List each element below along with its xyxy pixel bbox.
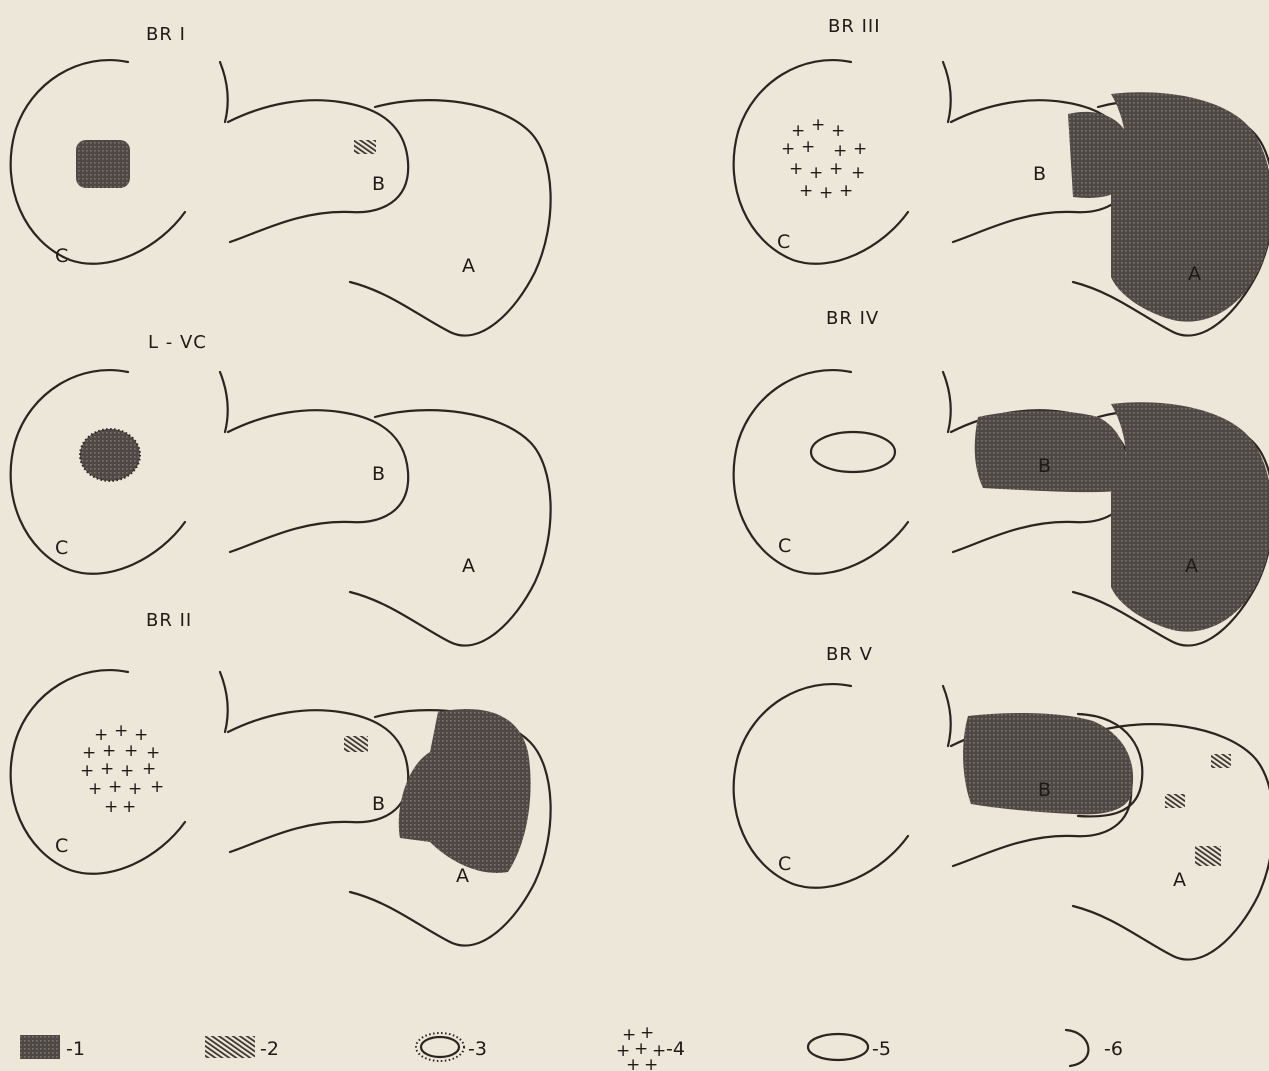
legend-item-4: ++ +++ ++ -4 [616, 1023, 685, 1071]
svg-text:+: + [644, 1055, 658, 1071]
panel-br-ii: +++ ++++ ++++ ++++ ++ B C A [11, 670, 551, 945]
panel-title-br-iii: BR III [828, 16, 881, 37]
svg-text:-3: -3 [468, 1038, 487, 1060]
label-c: C [55, 537, 68, 559]
panel-br-iii: +++ ++++ ++++ +++ B C A [734, 60, 1269, 335]
dense-stipple-area [76, 140, 130, 188]
dense-stipple-area-a [1111, 402, 1269, 631]
svg-text:+: + [88, 779, 102, 799]
svg-text:+: + [142, 759, 156, 779]
open-ellipse [811, 432, 895, 472]
label-b: B [372, 463, 385, 485]
label-a: A [1185, 555, 1198, 577]
svg-text:+: + [819, 183, 833, 203]
label-c: C [55, 835, 68, 857]
dotted-ring-area [80, 429, 140, 481]
svg-text:+: + [839, 181, 853, 201]
panel-title-br-i: BR I [146, 24, 186, 45]
label-c: C [778, 853, 791, 875]
label-a: A [1188, 263, 1201, 285]
svg-text:+: + [100, 759, 114, 779]
svg-text:+: + [102, 741, 116, 761]
legend-item-6: -6 [1066, 1030, 1123, 1066]
svg-text:-1: -1 [66, 1038, 85, 1060]
svg-text:-2: -2 [260, 1038, 279, 1060]
legend-item-3: -3 [416, 1033, 487, 1061]
svg-text:+: + [799, 181, 813, 201]
label-a: A [1173, 869, 1186, 891]
label-b: B [1038, 455, 1051, 477]
label-c: C [55, 245, 68, 267]
svg-text:+: + [82, 743, 96, 763]
svg-text:+: + [831, 121, 845, 141]
svg-text:-4: -4 [666, 1038, 685, 1060]
crosses-area: +++ ++++ ++++ ++++ ++ [80, 721, 164, 817]
svg-text:+: + [853, 139, 867, 159]
panel-title-br-ii: BR II [146, 610, 192, 631]
dense-stipple-area-a [1111, 92, 1269, 321]
label-b: B [1033, 163, 1046, 185]
svg-text:+: + [114, 721, 128, 741]
hatched-area-2 [1165, 794, 1185, 808]
svg-text:+: + [829, 159, 843, 179]
legend-item-5: -5 [808, 1034, 891, 1060]
panel-br-v: B C A [734, 684, 1269, 959]
panel-title-l-vc: L - VC [148, 332, 207, 353]
svg-text:+: + [122, 797, 136, 817]
label-c: C [777, 231, 790, 253]
label-a: A [456, 865, 469, 887]
svg-text:+: + [104, 797, 118, 817]
panel-br-i: B C A [11, 60, 551, 335]
svg-text:+: + [150, 777, 164, 797]
svg-text:+: + [108, 777, 122, 797]
panel-title-br-v: BR V [826, 644, 873, 665]
hatched-area-3 [1195, 846, 1221, 866]
dense-stipple-area [399, 709, 531, 873]
label-b: B [1038, 779, 1051, 801]
legend-item-2: -2 [205, 1036, 279, 1060]
label-a: A [462, 555, 475, 577]
legend: -1 -2 -3 ++ +++ ++ -4 -5 -6 [20, 1023, 1123, 1071]
dense-stipple-area-b [975, 411, 1127, 493]
svg-text:+: + [811, 115, 825, 135]
svg-text:+: + [833, 141, 847, 161]
svg-text:+: + [789, 159, 803, 179]
label-b: B [372, 793, 385, 815]
label-a: A [462, 255, 475, 277]
svg-text:+: + [781, 139, 795, 159]
svg-text:+: + [626, 1055, 640, 1071]
svg-text:+: + [809, 163, 823, 183]
crosses-area: +++ ++++ ++++ +++ [781, 115, 867, 203]
svg-text:+: + [128, 779, 142, 799]
svg-text:+: + [801, 137, 815, 157]
hatched-area-1 [1211, 754, 1231, 768]
legend-item-1: -1 [20, 1035, 85, 1060]
svg-text:+: + [851, 163, 865, 183]
svg-text:+: + [80, 761, 94, 781]
panel-br-iv: B C A [734, 370, 1269, 645]
hatched-area [344, 736, 368, 752]
panel-title-br-iv: BR IV [826, 308, 879, 329]
svg-text:-6: -6 [1104, 1038, 1123, 1060]
label-b: B [372, 173, 385, 195]
svg-text:+: + [124, 741, 138, 761]
hatched-area [354, 140, 376, 154]
label-c: C [778, 535, 791, 557]
panel-l-vc: B C A [11, 370, 551, 645]
svg-text:-5: -5 [872, 1038, 891, 1060]
